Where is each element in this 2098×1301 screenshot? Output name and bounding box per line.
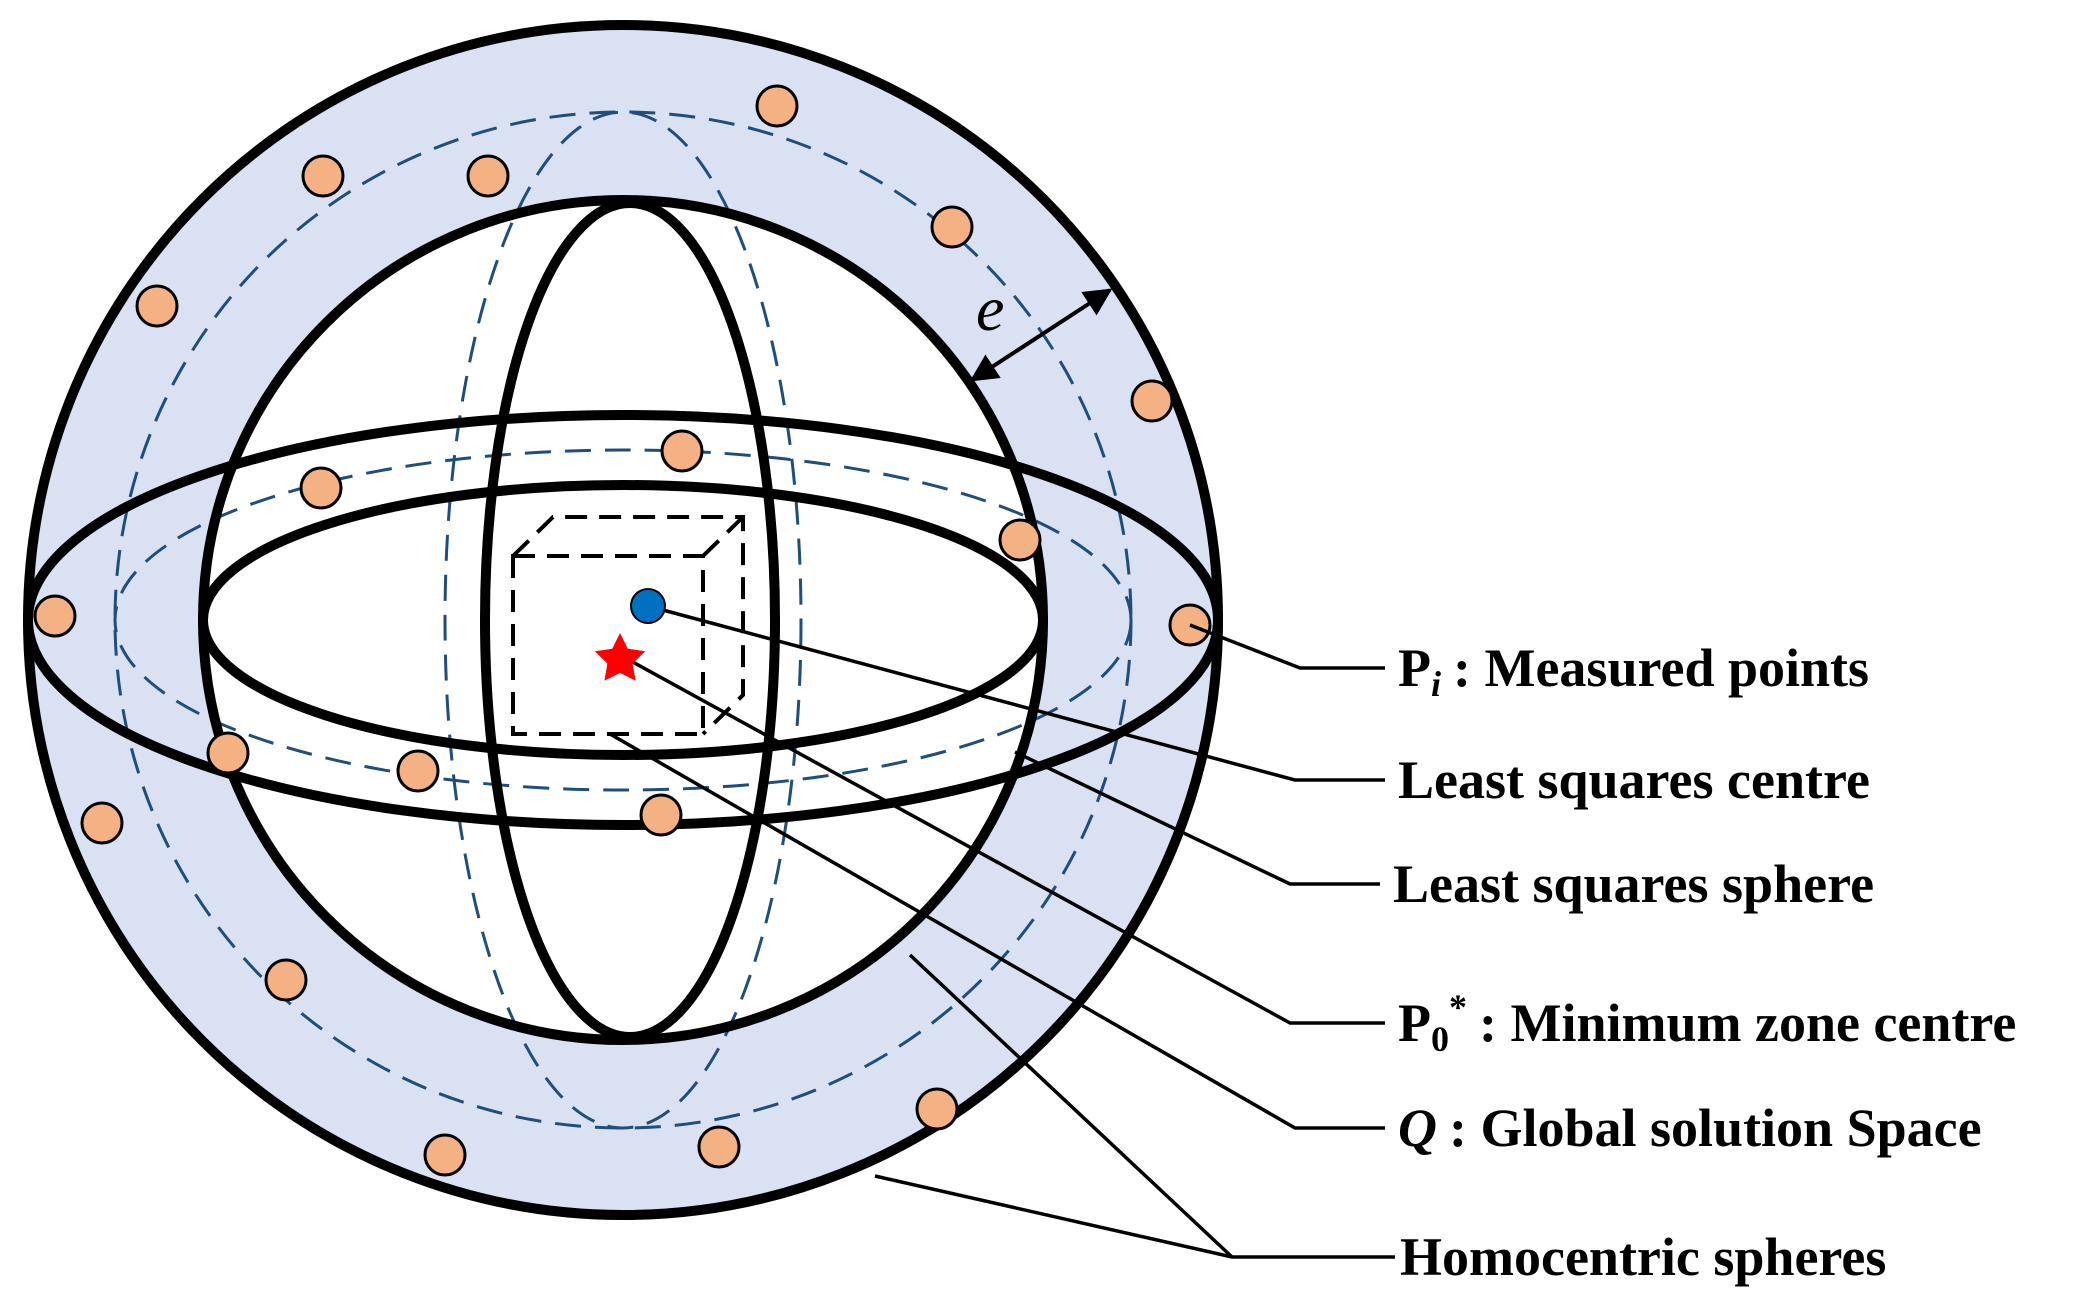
leader-mz-centre bbox=[619, 653, 1385, 1025]
measured-point bbox=[915, 1087, 959, 1131]
measured-points-symbol: P bbox=[1398, 638, 1431, 698]
meridian bbox=[480, 198, 780, 1042]
measured-point bbox=[697, 1125, 741, 1169]
measured-point bbox=[998, 518, 1042, 562]
measured-point bbox=[755, 84, 799, 128]
measured-point bbox=[80, 801, 124, 845]
dimension-arrow bbox=[969, 288, 1113, 382]
label-measured-points: Pi : Measured points bbox=[1398, 638, 1869, 704]
measured-point bbox=[301, 154, 345, 198]
measured-point bbox=[206, 731, 250, 775]
measured-point bbox=[639, 793, 683, 837]
leader-lines bbox=[609, 604, 1395, 1259]
measured-point bbox=[660, 429, 704, 473]
label-mz-centre: P0* : Minimum zone centre bbox=[1398, 987, 2016, 1059]
label-homocentric: Homocentric spheres bbox=[1400, 1227, 1886, 1287]
measured-points-subscript: i bbox=[1431, 664, 1441, 704]
least-squares-centre-dot bbox=[630, 588, 666, 624]
measured-point bbox=[299, 466, 343, 510]
measured-point bbox=[264, 958, 308, 1002]
leader-measured-points bbox=[1189, 623, 1385, 670]
leader-homocentric-outer bbox=[874, 1174, 1395, 1259]
mz-centre-text: : Minimum zone centre bbox=[1479, 993, 2016, 1053]
inner-sphere-fill bbox=[205, 202, 1041, 1038]
least-squares-sphere bbox=[113, 110, 1133, 1130]
measured-point bbox=[930, 205, 974, 249]
label-ls-centre: Least squares centre bbox=[1398, 750, 1870, 810]
measured-point bbox=[33, 594, 77, 638]
homocentric-spheres-outlines bbox=[23, 20, 1223, 1220]
measured-point bbox=[466, 154, 510, 198]
measured-points bbox=[33, 84, 1212, 1177]
dimension-symbol: e bbox=[976, 273, 1004, 344]
measured-points-text: : Measured points bbox=[1453, 638, 1869, 698]
solution-space-symbol: Q bbox=[1398, 1098, 1437, 1158]
leader-ls-sphere bbox=[1014, 750, 1380, 886]
inner-equator bbox=[198, 480, 1048, 760]
measured-point bbox=[396, 749, 440, 793]
measured-point bbox=[423, 1133, 467, 1177]
mz-centre-superscript: * bbox=[1449, 987, 1467, 1027]
leader-homocentric-inner bbox=[908, 953, 1234, 1259]
minimum-zone-centre-star bbox=[594, 633, 646, 681]
mz-centre-symbol: P bbox=[1398, 993, 1431, 1053]
mz-centre-subscript: 0 bbox=[1431, 1019, 1449, 1059]
leader-ls-centre bbox=[647, 604, 1385, 782]
solution-space-cube bbox=[511, 515, 745, 736]
measured-point bbox=[135, 284, 179, 328]
leader-solution-space bbox=[609, 732, 1385, 1130]
outer-equator bbox=[23, 410, 1223, 830]
label-ls-sphere: Least squares sphere bbox=[1393, 854, 1874, 914]
legend-labels: Pi : Measured points Least squares centre… bbox=[1393, 638, 2016, 1287]
solution-space-text: : Global solution Space bbox=[1449, 1098, 1982, 1158]
measured-point bbox=[1130, 379, 1174, 423]
label-solution-space: Q: Global solution Space bbox=[1398, 1098, 1982, 1158]
